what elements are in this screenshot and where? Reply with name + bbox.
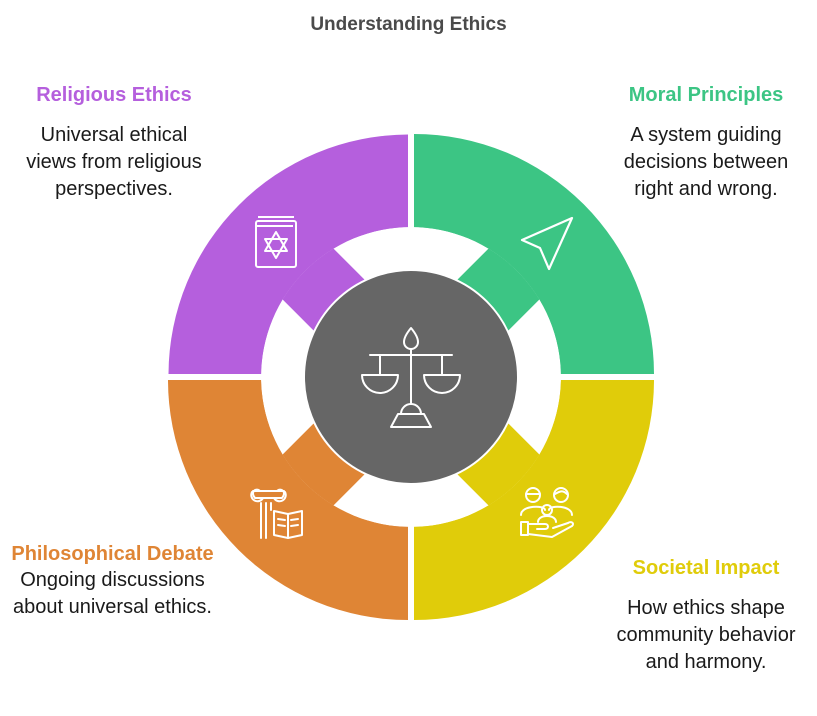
philosophical-debate-block: Philosophical Debate Ongoing discussions…	[10, 541, 215, 621]
page-title: Understanding Ethics	[310, 14, 507, 35]
navigation-arrow-icon	[520, 216, 574, 271]
philosophical-debate-description: Ongoing discussions about universal ethi…	[12, 569, 212, 618]
column-and-book-icon	[250, 488, 303, 539]
people-in-hand-icon	[520, 487, 575, 538]
moral-principles-block: Moral Principles A system guiding decisi…	[606, 82, 806, 203]
religious-ethics-title: Religious Ethics	[36, 84, 192, 106]
philosophical-debate-title: Philosophical Debate	[11, 543, 214, 565]
religious-ethics-description: Universal ethical views from religious p…	[26, 124, 202, 200]
religious-ethics-block: Religious Ethics Universal ethical views…	[14, 82, 214, 203]
societal-impact-title: Societal Impact	[632, 557, 780, 579]
societal-impact-description: How ethics shape community behavior and …	[616, 597, 796, 673]
moral-principles-title: Moral Principles	[628, 84, 784, 106]
societal-impact-block: Societal Impact How ethics shape communi…	[606, 555, 806, 676]
star-of-david-book-icon	[255, 216, 297, 268]
scales-of-justice-icon	[361, 327, 461, 428]
moral-principles-description: A system guiding decisions between right…	[623, 124, 789, 200]
